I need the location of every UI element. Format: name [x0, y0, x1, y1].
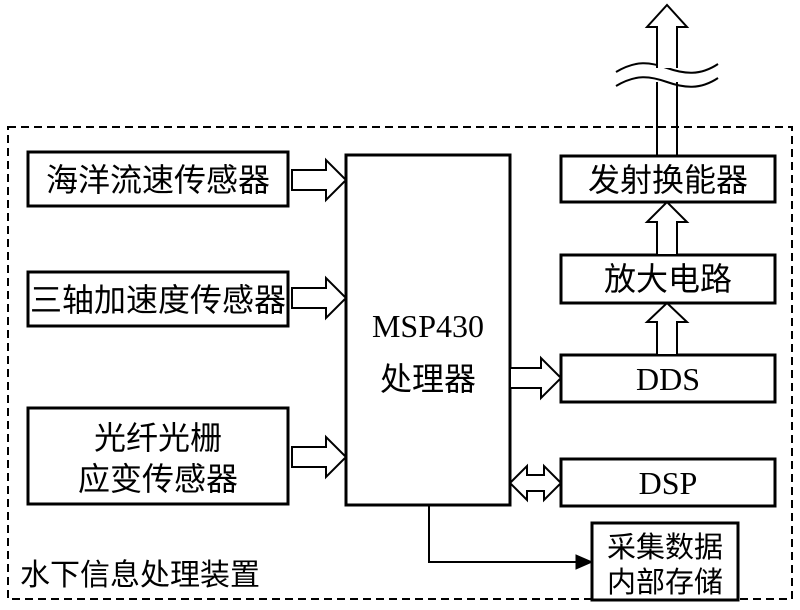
processor-label-line2: 处理器	[380, 360, 476, 398]
processor-box	[344, 153, 512, 507]
amplifier-label: 放大电路	[604, 260, 732, 298]
storage-label-line2: 内部存储	[607, 565, 723, 599]
arrow-transducer-output-lower	[656, 82, 678, 156]
arrow-processor-to-dds	[509, 355, 563, 401]
transducer-label: 发射换能器	[588, 161, 748, 199]
ocean-flow-sensor-box	[26, 150, 290, 208]
arrow-triaxial-to-processor	[291, 275, 348, 321]
arrow-ocean-flow-to-processor	[291, 157, 348, 203]
fiber-grating-sensor-label-line2: 应变传感器	[78, 460, 238, 498]
processor-label-line1: MSP430	[372, 308, 484, 344]
dsp-box	[559, 457, 777, 508]
dds-label: DDS	[636, 361, 700, 397]
transducer-box	[559, 154, 777, 204]
arrow-transducer-output-upper	[644, 3, 690, 68]
wave-break-lower	[615, 76, 719, 88]
fiber-grating-sensor-box	[26, 406, 290, 506]
amplifier-box	[559, 253, 777, 305]
container-label: 水下信息处理装置	[20, 558, 260, 593]
device-container-border	[7, 126, 793, 600]
ocean-flow-sensor-label: 海洋流速传感器	[46, 161, 270, 199]
triaxial-accel-sensor-box	[26, 270, 290, 328]
arrow-amplifier-to-transducer	[644, 200, 690, 256]
arrow-processor-dsp-bidirectional	[508, 463, 563, 503]
line-processor-to-storage	[428, 505, 578, 563]
arrowhead-processor-to-storage	[575, 554, 594, 570]
dsp-label: DSP	[639, 465, 698, 501]
arrow-fiber-grating-to-processor	[291, 434, 348, 480]
storage-label-line1: 采集数据	[607, 530, 723, 564]
arrow-dds-to-amplifier	[644, 301, 690, 356]
fiber-grating-sensor-label-line1: 光纤光栅	[94, 419, 222, 457]
triaxial-accel-sensor-label: 三轴加速度传感器	[30, 281, 286, 319]
